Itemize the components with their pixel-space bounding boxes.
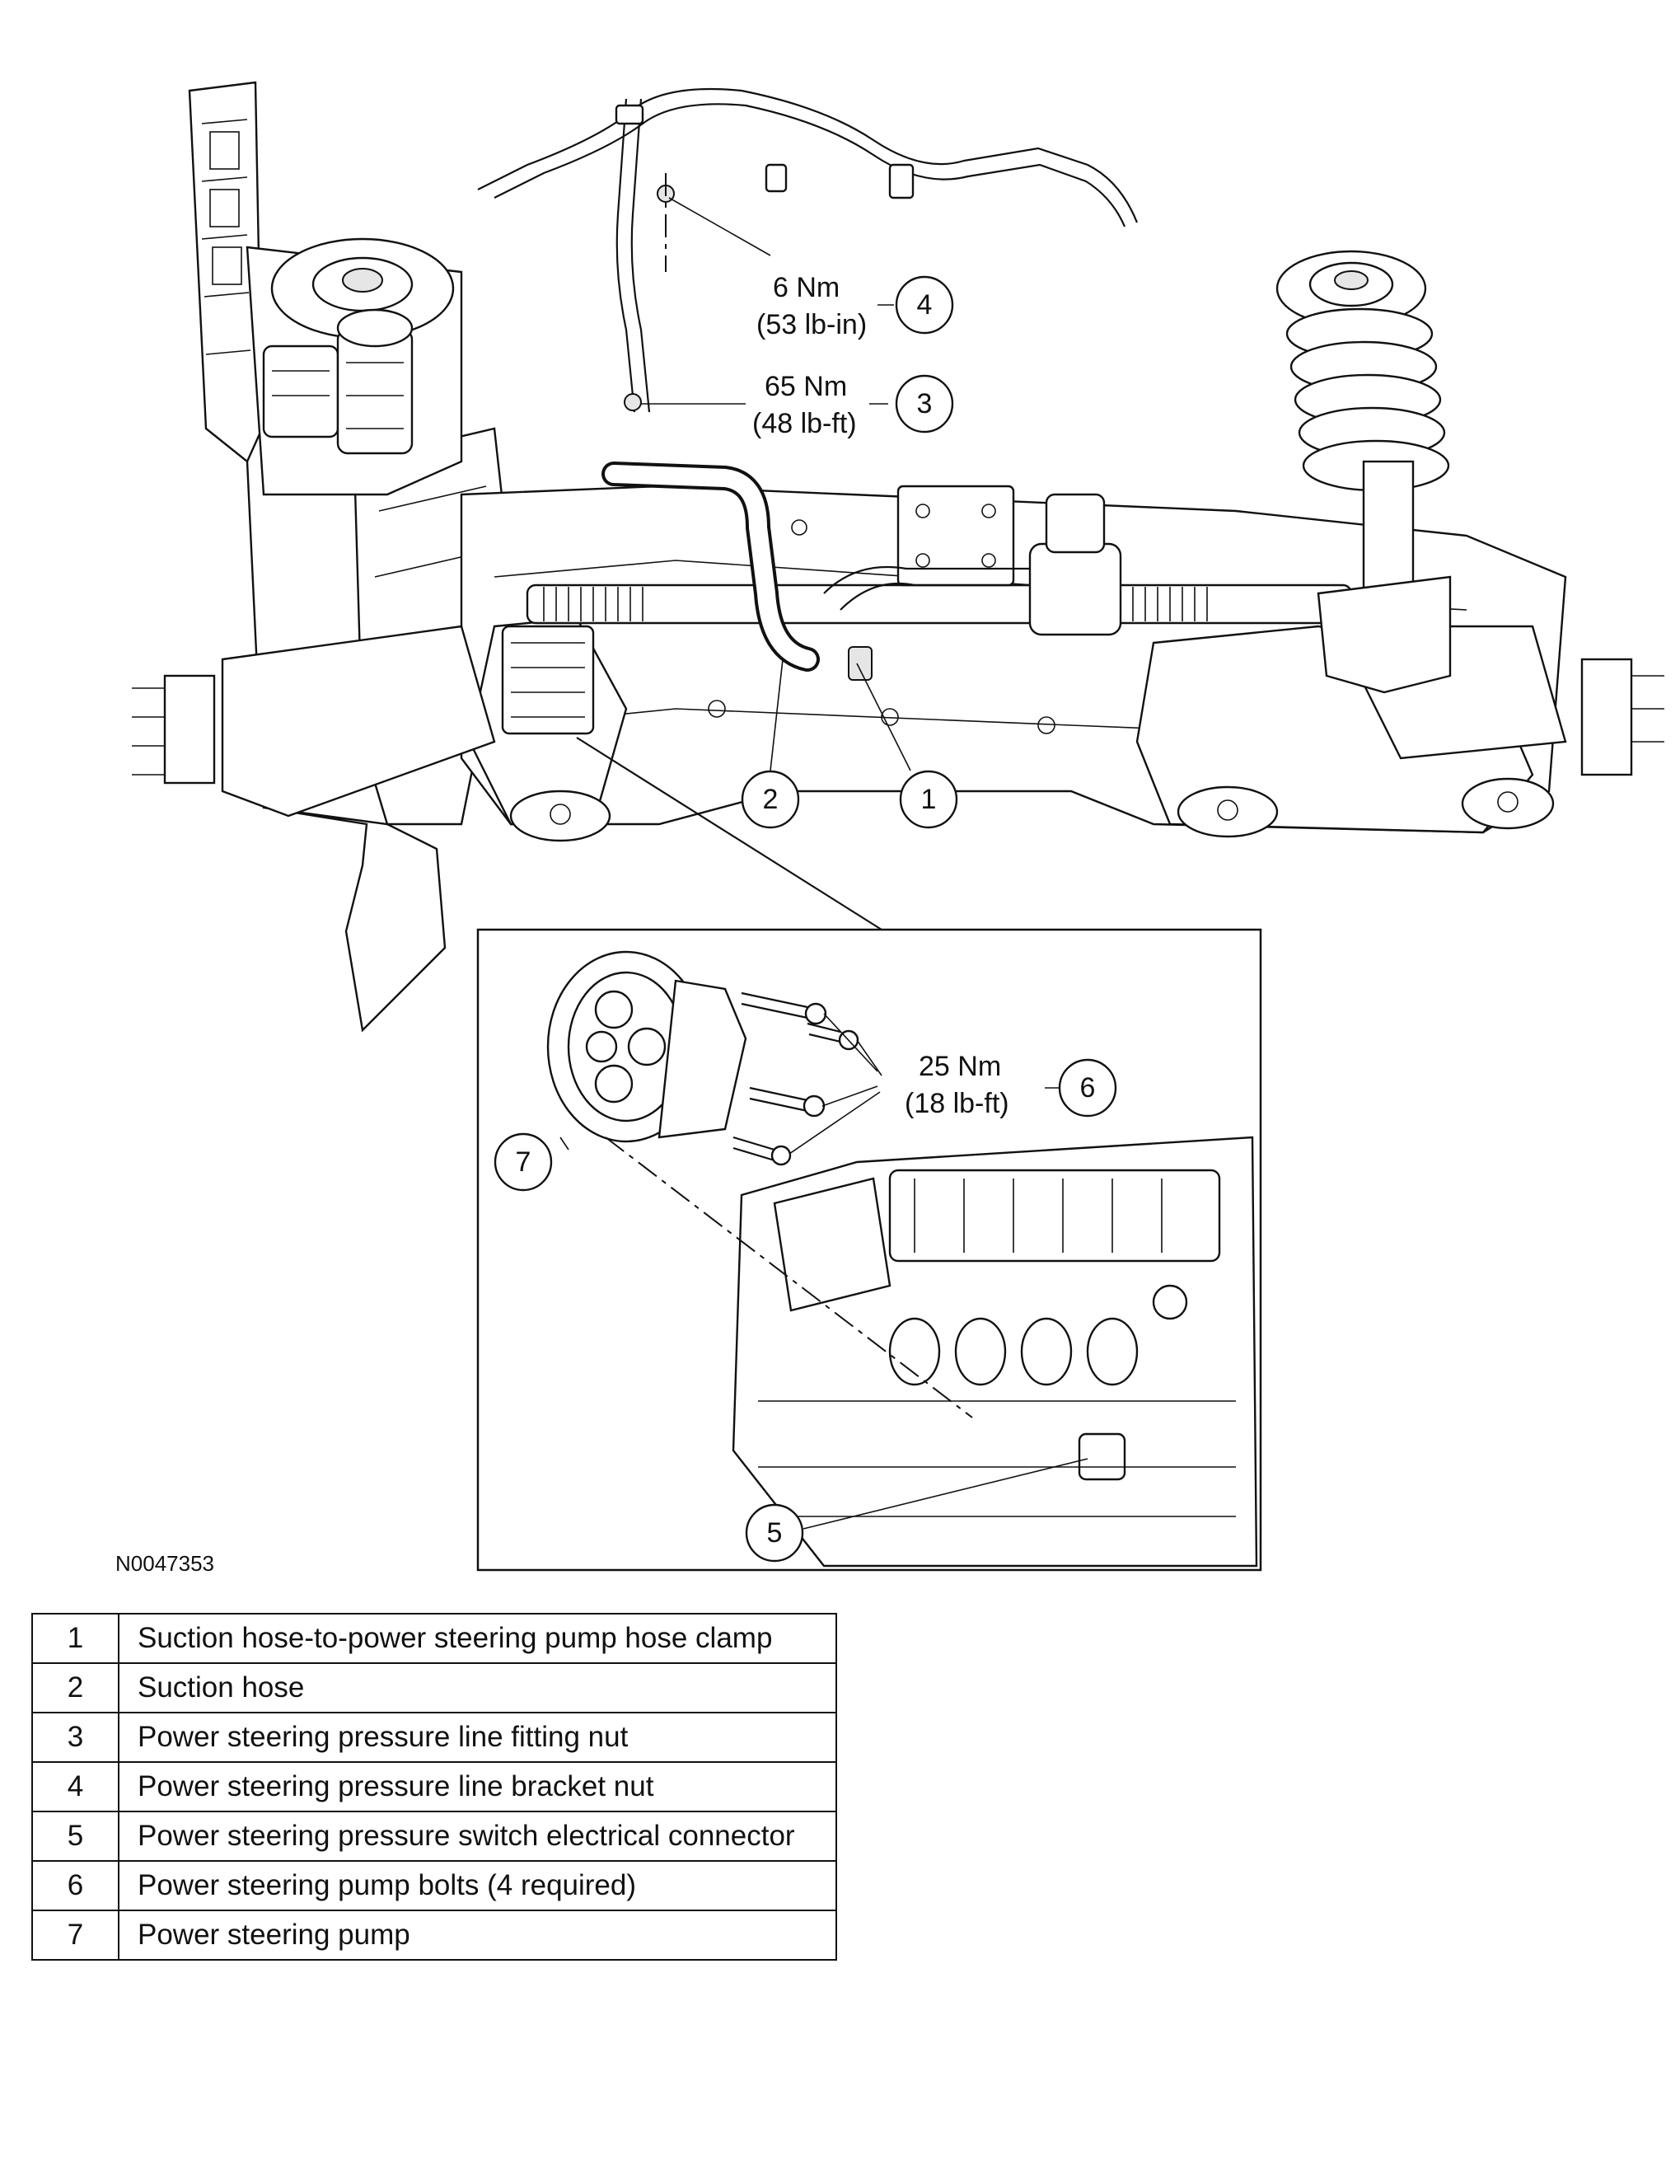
svg-text:3: 3 bbox=[917, 388, 933, 419]
table-row: 6 Power steering pump bolts (4 required) bbox=[31, 1860, 837, 1911]
steering-gear bbox=[526, 485, 1353, 636]
right-hub bbox=[1580, 658, 1664, 776]
item-number: 7 bbox=[31, 1910, 119, 1961]
item-description: Suction hose-to-power steering pump hose… bbox=[118, 1613, 837, 1664]
item-number: 5 bbox=[31, 1811, 119, 1862]
callout-4: 4 6 Nm (53 lb-in) bbox=[756, 272, 954, 340]
item-description: Power steering pressure line fitting nut bbox=[118, 1712, 837, 1763]
item-description: Power steering pressure line bracket nut bbox=[118, 1761, 837, 1812]
left-strut-tower bbox=[246, 237, 463, 496]
item-number: 1 bbox=[31, 1613, 119, 1664]
svg-text:2: 2 bbox=[763, 784, 779, 815]
callout-2: 2 bbox=[741, 770, 800, 829]
parts-legend-table: 1 Suction hose-to-power steering pump ho… bbox=[31, 1613, 837, 1961]
right-strut-assembly bbox=[1275, 250, 1452, 694]
svg-text:(18 lb-ft): (18 lb-ft) bbox=[905, 1088, 1009, 1119]
pump-in-situ bbox=[501, 625, 873, 735]
item-description: Power steering pump bolts (4 required) bbox=[118, 1860, 837, 1911]
svg-text:65 Nm: 65 Nm bbox=[765, 371, 847, 402]
table-row: 3 Power steering pressure line fitting n… bbox=[31, 1712, 837, 1763]
item-number: 2 bbox=[31, 1662, 119, 1713]
svg-text:4: 4 bbox=[917, 289, 933, 321]
callout-6: 6 25 Nm (18 lb-ft) bbox=[905, 1051, 1117, 1119]
table-row: 4 Power steering pressure line bracket n… bbox=[31, 1761, 837, 1812]
power-steering-pump-detail bbox=[546, 950, 747, 1143]
item-number: 3 bbox=[31, 1712, 119, 1763]
svg-text:(53 lb-in): (53 lb-in) bbox=[756, 309, 867, 340]
item-number: 6 bbox=[31, 1860, 119, 1911]
callout-1: 1 bbox=[899, 770, 958, 829]
callout-7: 7 bbox=[494, 1132, 553, 1192]
callout-3: 3 65 Nm (48 lb-ft) bbox=[752, 371, 954, 439]
svg-text:6: 6 bbox=[1080, 1072, 1096, 1104]
svg-text:25 Nm: 25 Nm bbox=[919, 1051, 1001, 1082]
suction-hose bbox=[601, 462, 820, 672]
table-row: 5 Power steering pressure switch electri… bbox=[31, 1811, 837, 1862]
item-description: Power steering pump bbox=[118, 1910, 837, 1961]
figure-id: N0047353 bbox=[115, 1551, 214, 1576]
detail-inset bbox=[476, 737, 1262, 1572]
item-number: 4 bbox=[31, 1761, 119, 1812]
pump-bolts bbox=[732, 991, 882, 1166]
engine-detail bbox=[605, 1136, 1258, 1568]
svg-text:6 Nm: 6 Nm bbox=[773, 272, 840, 303]
steering-system-illustration: 4 6 Nm (53 lb-in) 3 65 Nm (48 lb-ft) 2 1… bbox=[132, 81, 1664, 1572]
subframe bbox=[460, 485, 1567, 842]
svg-text:7: 7 bbox=[516, 1146, 531, 1178]
item-description: Suction hose bbox=[118, 1662, 837, 1713]
table-row: 7 Power steering pump bbox=[31, 1910, 837, 1961]
left-hub bbox=[132, 674, 216, 785]
item-description: Power steering pressure switch electrica… bbox=[118, 1811, 837, 1862]
leader-lines bbox=[559, 197, 1088, 1530]
svg-text:1: 1 bbox=[921, 784, 937, 815]
svg-text:(48 lb-ft): (48 lb-ft) bbox=[752, 408, 857, 439]
callout-5: 5 bbox=[745, 1503, 804, 1563]
svg-text:5: 5 bbox=[767, 1517, 783, 1549]
table-row: 2 Suction hose bbox=[31, 1662, 837, 1713]
table-row: 1 Suction hose-to-power steering pump ho… bbox=[31, 1613, 837, 1664]
pressure-line bbox=[477, 87, 1139, 413]
